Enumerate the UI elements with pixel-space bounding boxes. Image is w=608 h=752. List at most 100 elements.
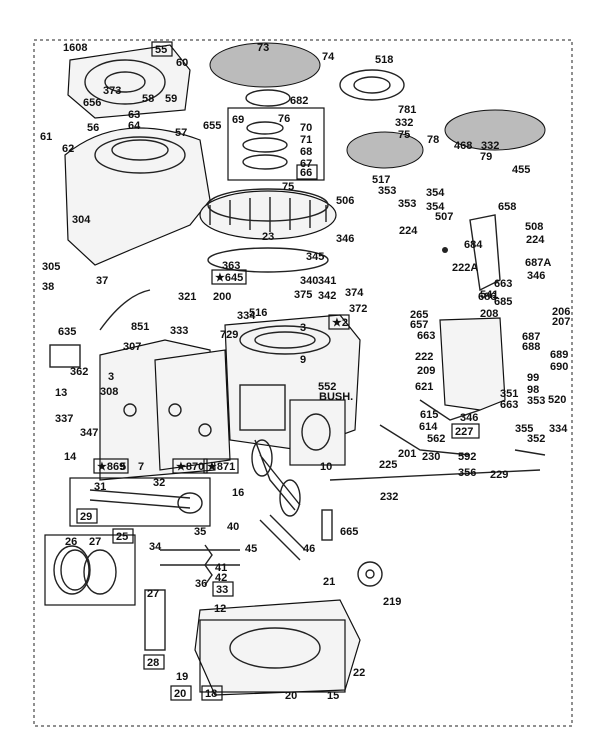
- part-label-687a: 687A: [525, 257, 551, 269]
- part-label-621: 621: [415, 381, 433, 393]
- part-label-69: 69: [232, 114, 244, 126]
- part-label-38: 38: [42, 281, 54, 293]
- part-label-354: 354: [426, 201, 445, 213]
- part-label-334: 334: [549, 423, 568, 435]
- part-label-224: 224: [526, 234, 545, 246]
- part-label-342: 342: [318, 290, 336, 302]
- part-label-230: 230: [422, 451, 440, 463]
- part-label-57: 57: [175, 127, 187, 139]
- part-label-655: 655: [203, 120, 221, 132]
- part-label-14: 14: [64, 451, 77, 463]
- part-label-373: 373: [103, 85, 121, 97]
- part-label-562: 562: [427, 433, 445, 445]
- part-label-23: 23: [262, 231, 274, 243]
- rotating-screens-drawing: [209, 42, 546, 169]
- part-label-687: 687: [522, 331, 540, 343]
- part-label-663: 663: [500, 399, 518, 411]
- part-label-26: 26: [65, 536, 77, 548]
- part-label-201: 201: [398, 448, 416, 460]
- part-label-351: 351: [500, 388, 518, 400]
- part-label-689: 689: [550, 349, 568, 361]
- part-label-27: 27: [147, 588, 159, 600]
- flywheel-drawing: [199, 188, 337, 273]
- part-label-657: 657: [410, 319, 428, 331]
- part-label-78: 78: [427, 134, 439, 146]
- part-label-352: 352: [527, 433, 545, 445]
- part-label-321: 321: [178, 291, 196, 303]
- part-label-16: 16: [232, 487, 244, 499]
- part-label-222a: 222A: [452, 262, 478, 274]
- part-label-353: 353: [378, 185, 396, 197]
- part-label-60: 60: [176, 57, 188, 69]
- starred-label-box: [211, 269, 247, 285]
- part-label-520: 520: [548, 394, 566, 406]
- part-label-59: 59: [165, 93, 177, 105]
- part-label-200: 200: [213, 291, 231, 303]
- part-label-56: 56: [87, 122, 99, 134]
- starred-label-box: [93, 458, 129, 474]
- part-label-64: 64: [128, 120, 141, 132]
- part-label-307: 307: [123, 341, 141, 353]
- part-label-209: 209: [417, 365, 435, 377]
- part-label-75: 75: [398, 129, 410, 141]
- part-label-229: 229: [490, 469, 508, 481]
- part-label-690: 690: [550, 361, 568, 373]
- part-label-2: ★2: [332, 317, 348, 329]
- part-label-362: 362: [70, 366, 88, 378]
- part-label-552: 552: [318, 381, 336, 393]
- part-label-685: 685: [494, 296, 512, 308]
- label-box: [201, 685, 223, 701]
- part-label-347: 347: [80, 427, 98, 439]
- part-label-76: 76: [278, 113, 290, 125]
- part-label-346: 346: [527, 270, 545, 282]
- part-label-353: 353: [398, 198, 416, 210]
- part-label-20: 20: [174, 688, 186, 700]
- part-label-12: 12: [214, 603, 226, 615]
- part-label-219: 219: [383, 596, 401, 608]
- fuel-tube-drawing: [99, 289, 546, 481]
- label-box: [76, 508, 98, 524]
- part-label-58: 58: [142, 93, 154, 105]
- blower-housing-drawing: [64, 44, 211, 266]
- part-label-635: 635: [58, 326, 76, 338]
- part-label-334: 334: [237, 310, 256, 322]
- part-label-355: 355: [515, 423, 533, 435]
- crankshaft-drawing: [251, 439, 301, 517]
- part-label-592: 592: [458, 451, 476, 463]
- part-label-541: 541: [480, 289, 498, 301]
- part-label-63: 63: [128, 109, 140, 121]
- part-label-363: 363: [222, 260, 240, 272]
- governor-linkage-drawing: [379, 214, 506, 456]
- part-label-686: 686: [478, 291, 496, 303]
- part-label-75: 75: [282, 181, 294, 193]
- part-label-506: 506: [336, 195, 354, 207]
- part-label-36: 36: [195, 578, 207, 590]
- part-label-869: ★869: [97, 461, 125, 473]
- part-label-372: 372: [349, 303, 367, 315]
- label-box: [212, 581, 234, 597]
- part-label-7: 7: [138, 461, 144, 473]
- oil-sump-drawing: [194, 599, 361, 696]
- part-label-663: 663: [494, 278, 512, 290]
- part-label-340: 340: [300, 275, 318, 287]
- label-box: [151, 41, 173, 57]
- part-label-871: ★871: [207, 461, 235, 473]
- part-label-79: 79: [480, 151, 492, 163]
- part-label-10: 10: [320, 461, 332, 473]
- part-label-507: 507: [435, 211, 453, 223]
- part-label-468: 468: [454, 140, 472, 152]
- part-label-33: 33: [216, 584, 228, 596]
- part-label-99: 99: [527, 372, 539, 384]
- part-label-62: 62: [62, 143, 74, 155]
- part-label-206: 206: [552, 306, 570, 318]
- part-label-61: 61: [40, 131, 52, 143]
- label-box: [143, 654, 165, 670]
- part-label-20: 20: [285, 690, 297, 702]
- part-label-356: 356: [458, 467, 476, 479]
- part-label-55: 55: [155, 44, 167, 56]
- part-label-42: 42: [215, 572, 227, 584]
- part-label-9: 9: [300, 354, 306, 366]
- part-label-337: 337: [55, 413, 73, 425]
- camshaft-valves-drawing: [160, 509, 333, 586]
- part-label-3: 3: [108, 371, 114, 383]
